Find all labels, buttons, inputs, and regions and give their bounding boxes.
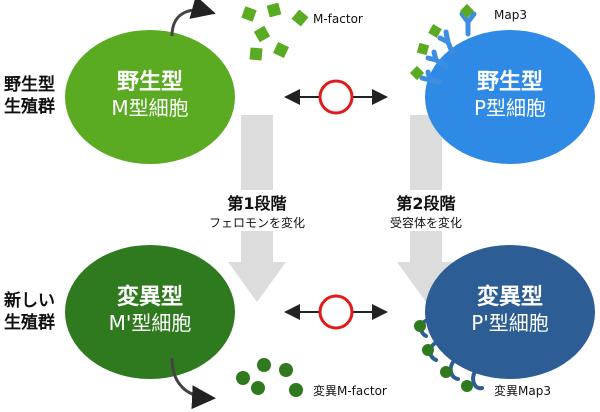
step2-label: 第2段階 受容体を変化 [366, 190, 486, 231]
step1-label: 第1段階 フェロモンを変化 [197, 190, 317, 231]
wild-m-text: 野生型 M型細胞 [65, 70, 235, 120]
map3-receptors [419, 11, 477, 85]
wild-p-cell [425, 30, 595, 164]
step2-sub: 受容体を変化 [389, 216, 462, 230]
wild-m-sub: M型細胞 [111, 96, 189, 120]
wild-m-title: 野生型 [116, 70, 183, 95]
mut-p-text: 変異型 P'型細胞 [425, 285, 595, 335]
mut-m-sub: M'型細胞 [108, 311, 192, 335]
bottom-compatible-mark [318, 294, 354, 330]
step1-sub: フェロモンを変化 [208, 216, 305, 230]
mut-p-cell [425, 245, 595, 379]
map3-received [409, 3, 475, 81]
m-factor-label: M-factor [313, 12, 363, 26]
release-arrow-top [170, 0, 216, 37]
mut-m-cell [65, 245, 235, 379]
wild-p-text: 野生型 P型細胞 [425, 70, 595, 120]
mut-m-text: 変異型 M'型細胞 [65, 285, 235, 335]
mut-m-factor-label: 変異M-factor [313, 384, 387, 398]
row-label-wild: 野生型 生殖群 [4, 75, 55, 117]
map3-label: Map3 [494, 8, 527, 22]
mut-p-title: 変異型 [476, 285, 543, 310]
m-factor-particles [241, 2, 309, 61]
step1-title: 第1段階 [227, 194, 287, 213]
wild-m-cell [65, 30, 235, 164]
wild-p-title: 野生型 [476, 70, 543, 95]
mut-m-factor-particles [236, 358, 303, 397]
row-label-new: 新しい 生殖群 [4, 291, 55, 333]
release-arrow-bottom [170, 357, 216, 410]
mut-m-title: 変異型 [116, 285, 183, 310]
mut-p-sub: P'型細胞 [471, 311, 549, 335]
wild-p-sub: P型細胞 [473, 96, 547, 120]
top-compatible-mark [318, 79, 354, 115]
mut-map3-label: 変異Map3 [494, 384, 551, 398]
step2-title: 第2段階 [396, 194, 456, 213]
mut-map3-received [414, 320, 473, 392]
